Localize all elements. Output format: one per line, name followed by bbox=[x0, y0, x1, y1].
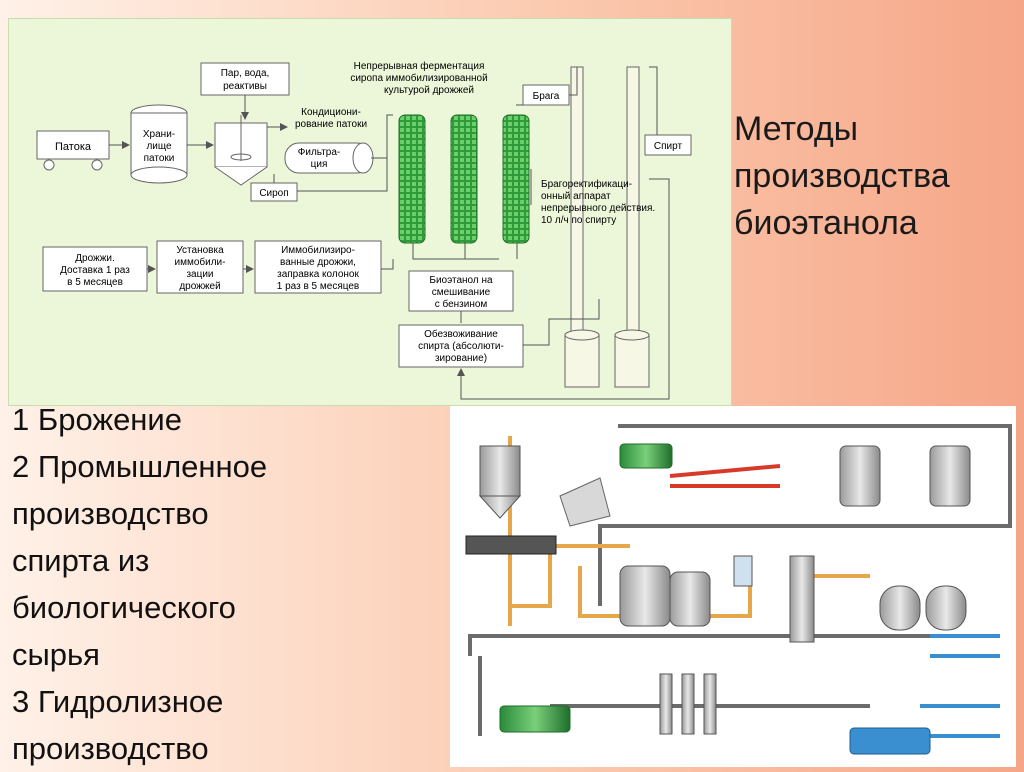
crusher bbox=[559, 477, 611, 527]
green-separator-bottom bbox=[499, 705, 571, 733]
bioethanol-label-3: с бензином bbox=[435, 298, 488, 310]
immob-yeast-label-2: ванные дрожжи, bbox=[280, 257, 356, 268]
list-line-4: спирта из bbox=[12, 543, 150, 578]
rectification-label-3: непрерывного действия. bbox=[541, 203, 655, 214]
immob-yeast-label-4: 1 раз в 5 месяцев bbox=[277, 281, 360, 292]
steam-label-2: реактивы bbox=[223, 81, 267, 92]
molasses-storage: Храни- лище патоки bbox=[130, 104, 188, 184]
storage-label-3: патоки bbox=[144, 153, 175, 164]
syrup-label: Сироп bbox=[259, 188, 288, 199]
conditioning-label-1: Кондициони- bbox=[301, 107, 361, 118]
immob-install-label-4: дрожжей bbox=[179, 281, 220, 292]
storage-label-1: Храни- bbox=[143, 129, 175, 140]
slide-title: Методы производства биоэтанола bbox=[734, 106, 1020, 247]
immob-install-label-2: иммобили- bbox=[175, 256, 226, 268]
list-line-3: производство bbox=[12, 496, 209, 531]
methods-list: 1 Брожение 2 Промышленное производство с… bbox=[12, 396, 444, 772]
rectification-label-2: онный аппарат bbox=[541, 191, 611, 202]
spirit-box bbox=[644, 134, 692, 156]
yeast-delivery-box bbox=[42, 246, 148, 292]
immob-install-label-1: Установка bbox=[176, 245, 224, 256]
green-separator-top bbox=[619, 443, 673, 469]
rectification-label-4: 10 л/ч по спирту bbox=[541, 215, 616, 226]
title-line-2: производства bbox=[734, 157, 950, 195]
reactor-tanks bbox=[839, 445, 971, 507]
title-line-1: Методы bbox=[734, 110, 859, 148]
distillation-column bbox=[789, 555, 815, 643]
fermentation-label-1: Непрерывная ферментация bbox=[354, 60, 485, 72]
conditioning-vessel bbox=[214, 115, 268, 186]
yeast-label-3: в 5 месяцев bbox=[67, 277, 123, 288]
list-line-1: 1 Брожение bbox=[12, 402, 182, 437]
bioethanol-label-1: Биоэтанол на bbox=[429, 275, 493, 286]
list-line-5: биологического bbox=[12, 590, 236, 625]
molasses-tank-car: Патока bbox=[36, 130, 110, 171]
yeast-label-2: Доставка 1 раз bbox=[60, 265, 130, 276]
dehydration-label-3: зирование) bbox=[435, 353, 487, 364]
fermenter-tanks bbox=[619, 565, 711, 627]
list-line-7: 3 Гидролизное bbox=[12, 684, 224, 719]
steam-water-box bbox=[200, 62, 290, 96]
storage-tanks bbox=[879, 585, 967, 631]
molasses-label: Патока bbox=[55, 141, 92, 153]
spirit-label: Спирт bbox=[654, 141, 683, 152]
immob-install-label-3: зации bbox=[186, 269, 213, 280]
immobilization-unit-box bbox=[156, 240, 244, 294]
title-line-3: биоэтанола bbox=[734, 204, 918, 242]
filtration-unit: Фильтра- ция bbox=[284, 142, 374, 174]
industrial-schematic-svg bbox=[465, 424, 1012, 755]
industrial-process-schematic bbox=[450, 406, 1016, 767]
dryer bbox=[465, 535, 557, 555]
fermentation-columns bbox=[398, 114, 530, 244]
conditioning-label-2: рование патоки bbox=[295, 119, 367, 130]
evaporator-columns bbox=[659, 673, 717, 735]
dehydration-label-2: спирта (абсолюти- bbox=[418, 340, 504, 352]
rectification-label-1: Брагоректификаци- bbox=[541, 178, 632, 190]
immob-yeast-label-1: Иммобилизиро- bbox=[281, 244, 355, 256]
list-line-6: сырья bbox=[12, 637, 100, 672]
blue-dryer bbox=[849, 727, 931, 755]
process-flow-svg: Патока Храни- лище патоки Пар, вода, реа… bbox=[36, 60, 692, 400]
filtration-label-2: ция bbox=[311, 159, 328, 170]
bioethanol-mix-box bbox=[408, 270, 514, 312]
list-line-8: производство bbox=[12, 731, 209, 766]
small-vessel bbox=[733, 555, 753, 587]
dehydration-box bbox=[398, 324, 524, 368]
braga-label: Брага bbox=[533, 91, 560, 102]
rectification-columns bbox=[564, 66, 650, 388]
dehydration-label-1: Обезвоживание bbox=[424, 328, 498, 340]
filtration-label-1: Фильтра- bbox=[298, 147, 341, 158]
list-line-2: 2 Промышленное bbox=[12, 449, 268, 484]
bioethanol-process-diagram: Патока Храни- лище патоки Пар, вода, реа… bbox=[8, 18, 732, 406]
immob-yeast-label-3: заправка колонок bbox=[277, 269, 359, 280]
connector-lines bbox=[109, 66, 670, 400]
fermentation-label-2: сиропа иммобилизированной bbox=[350, 72, 487, 84]
immobilized-yeast-box bbox=[254, 240, 382, 294]
fermentation-label-3: культурой дрожжей bbox=[384, 85, 474, 96]
steam-label-1: Пар, вода, bbox=[221, 68, 270, 79]
bioethanol-label-2: смешивание bbox=[432, 287, 491, 298]
hopper bbox=[478, 445, 522, 519]
storage-label-2: лище bbox=[146, 141, 172, 152]
yeast-label-1: Дрожжи. bbox=[75, 253, 115, 264]
